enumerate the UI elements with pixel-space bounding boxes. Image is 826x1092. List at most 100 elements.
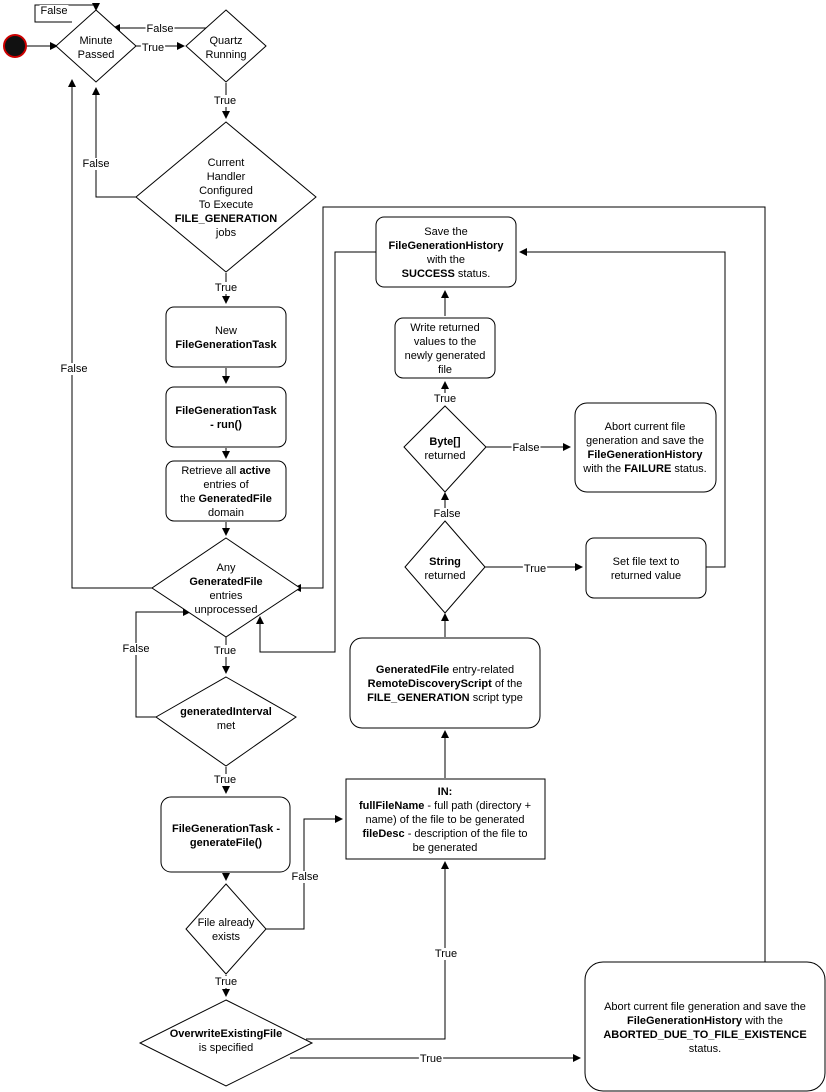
quartz-running-line: Quartz [209, 35, 242, 47]
generate-file-line: FileGenerationTask - [172, 823, 280, 835]
new-task-box [165, 306, 287, 368]
edge-label-any-true: True [212, 645, 238, 657]
edge-label-background [121, 643, 151, 655]
edge-overwrite-true-up [306, 861, 449, 1040]
write-returned-line: file [438, 364, 452, 376]
edge-label-quartz-false: False [145, 23, 175, 35]
edge-label-background [511, 442, 541, 454]
edge-label-interval-false: False [121, 643, 151, 655]
in-params-box [345, 778, 546, 860]
edge-label-handler-true: True [213, 282, 239, 294]
shapes [3, 9, 826, 1092]
any-unprocessed-line: unprocessed [195, 604, 258, 616]
any-unprocessed-line: Any [217, 562, 236, 574]
start-node [3, 34, 27, 58]
edge-label-background [212, 95, 238, 107]
retrieve-active-box [165, 460, 287, 522]
write-returned-line: values to the [414, 336, 476, 348]
task-run-line: FileGenerationTask [175, 405, 277, 417]
abort-failure-line: generation and save the [586, 435, 704, 447]
save-success-line: FileGenerationHistory [389, 240, 505, 252]
in-params-line: name) of the file to be generated [366, 814, 525, 826]
write-returned-box [394, 317, 496, 379]
edge-set-to-save [519, 248, 726, 568]
abort-failure-label: Abort current file generation and save th… [582, 421, 707, 475]
connectors [27, 3, 766, 1062]
generated-interval-line: met [217, 720, 235, 732]
edge-label-text: True [142, 42, 164, 54]
task-run-box [165, 386, 287, 448]
byte-returned-line: returned [425, 450, 466, 462]
minute-passed-line: Minute [79, 35, 112, 47]
edge-label-quartz-true: True [212, 95, 238, 107]
current-handler-line: To Execute [199, 199, 253, 211]
edge-label-background [290, 871, 320, 883]
edge-label-text: True [215, 282, 237, 294]
in-params-line: IN: [438, 786, 453, 798]
byte-returned-label: Byte[] returned [425, 436, 466, 462]
in-params-line: fullFileName - full path (directory + [359, 800, 531, 812]
edge-label-text: True [214, 774, 236, 786]
retrieve-active-line: domain [208, 507, 244, 519]
abort-failure-line: Abort current file [605, 421, 686, 433]
edge-labels: False True False True False True False T… [39, 5, 548, 1065]
edge-handler-false [92, 87, 136, 198]
abort-existence-line: status. [689, 1043, 721, 1055]
edge-label-overwrite-true-up: True [433, 948, 459, 960]
abort-failure-line: FileGenerationHistory [588, 449, 704, 461]
edge-label-text: False [61, 363, 88, 375]
edge-label-any-false: False [59, 363, 89, 375]
current-handler-line: Current [208, 157, 245, 169]
file-exists-line: File already [198, 917, 255, 929]
edge-interval-false [135, 608, 191, 718]
edge-label-background [212, 774, 238, 786]
abort-existence-line: ABORTED_DUE_TO_FILE_EXISTENCE [603, 1029, 806, 1041]
current-handler-decision [135, 121, 317, 273]
byte-returned-line: Byte[] [429, 436, 461, 448]
edge-label-text: False [123, 643, 150, 655]
overwrite-line: is specified [199, 1042, 253, 1054]
edge-label-background [145, 23, 175, 35]
new-task-line: New [215, 325, 237, 337]
retrieve-active-line: the GeneratedFile [180, 493, 272, 505]
edge-label-background [432, 508, 462, 520]
in-params-line: be generated [413, 842, 478, 854]
new-task-line: FileGenerationTask [175, 339, 277, 351]
in-params-line: fileDesc - description of the file to [362, 828, 527, 840]
edge-label-background [213, 282, 239, 294]
any-unprocessed-line: entries [209, 590, 243, 602]
edge-label-interval-true: True [212, 774, 238, 786]
edge-label-background [140, 42, 166, 54]
minute-passed-line: Passed [78, 49, 115, 61]
edge-label-text: True [215, 976, 237, 988]
edge-label-minute-false: False [39, 5, 69, 17]
edge-any-false [68, 79, 152, 589]
remote-script-line: GeneratedFile entry-related [376, 664, 514, 676]
abort-failure-line: with the FAILURE status. [582, 463, 707, 475]
edge-abort-existence-to-any [293, 206, 766, 962]
string-returned-line: String [429, 556, 461, 568]
edge-label-background [433, 948, 459, 960]
retrieve-active-line: entries of [203, 479, 249, 491]
edge-label-text: False [513, 442, 540, 454]
current-handler-line: Configured [199, 185, 253, 197]
edge-label-background [59, 363, 89, 375]
byte-returned-decision [403, 405, 487, 493]
file-exists-decision [185, 883, 267, 975]
edge-label-background [213, 976, 239, 988]
current-handler-line: FILE_GENERATION [175, 213, 278, 225]
edge-label-byte-false: False [511, 442, 541, 454]
set-file-text-line: returned value [611, 570, 681, 582]
save-success-line: Save the [424, 226, 467, 238]
abort-failure-box [574, 402, 717, 493]
edge-minute-false-self [34, 3, 100, 23]
